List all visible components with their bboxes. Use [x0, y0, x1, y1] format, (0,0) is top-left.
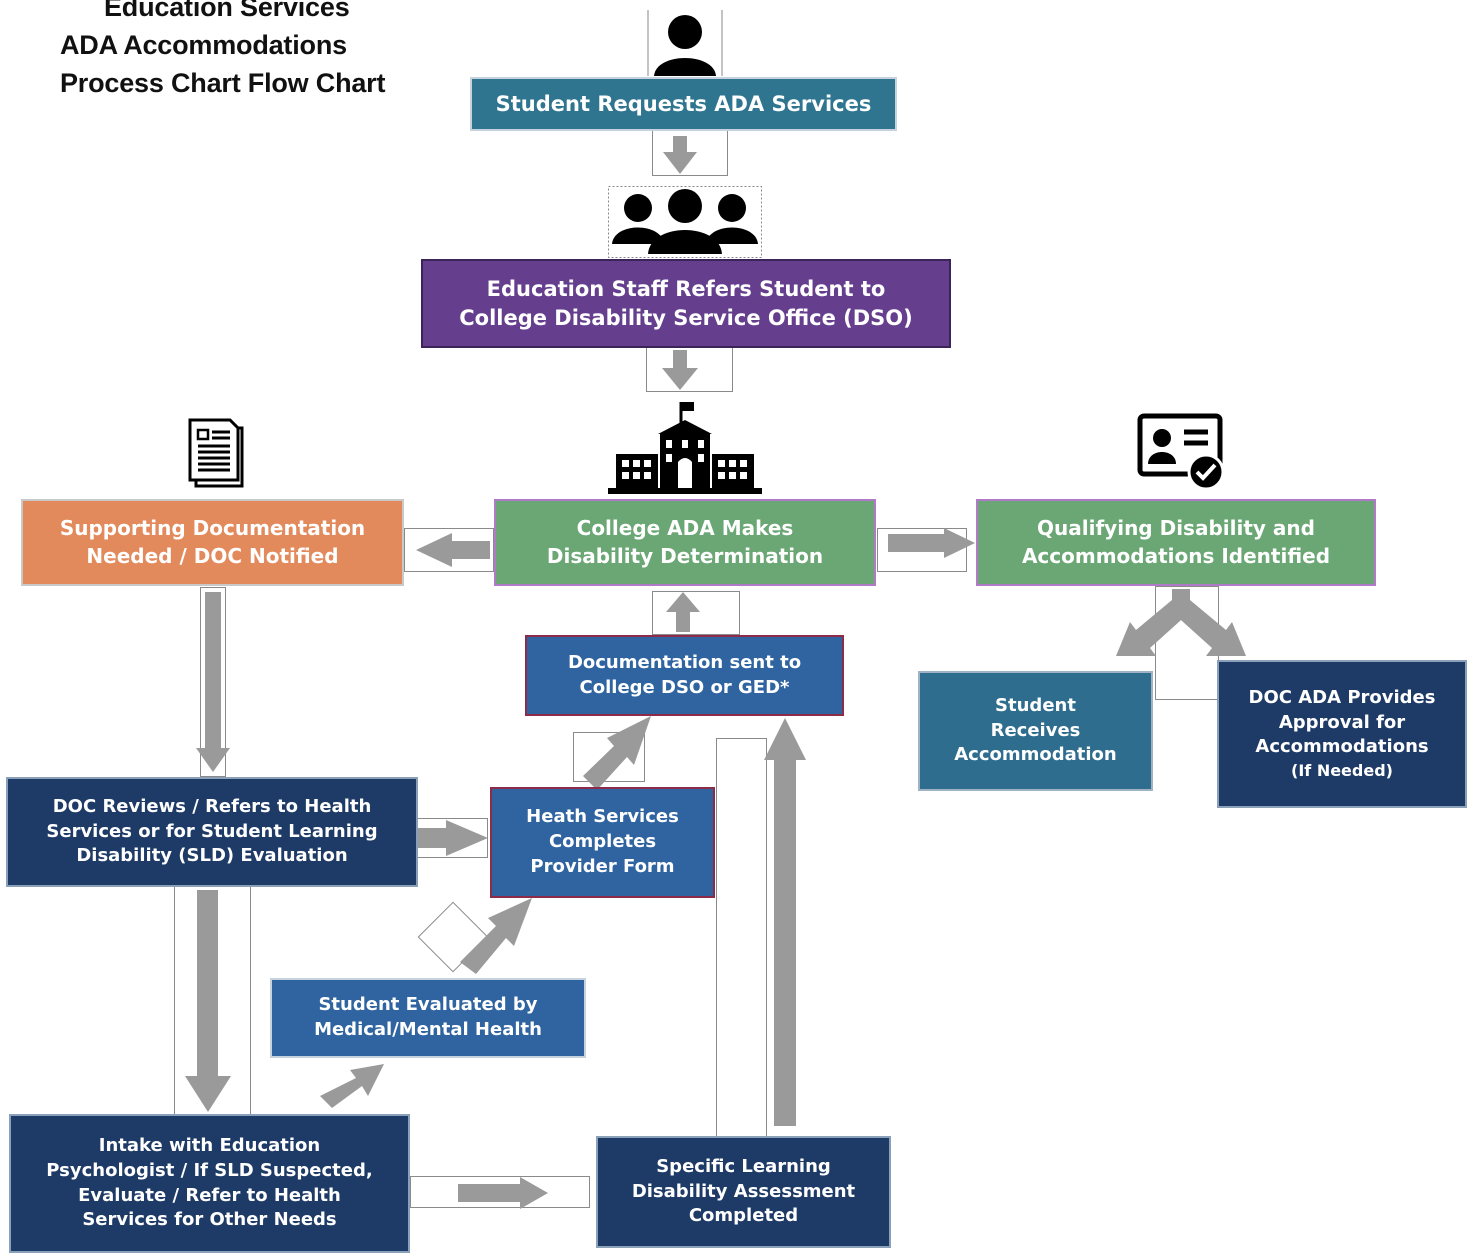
person-icon	[647, 10, 723, 76]
arrow-right	[458, 1177, 548, 1209]
node-label: Disability Determination	[546, 543, 824, 568]
node-student-receives: Student Receives Accommodation	[918, 671, 1153, 791]
id-card-check-icon	[1137, 413, 1225, 491]
node-documentation-sent: Documentation sent to College DSO or GED…	[525, 635, 844, 716]
node-label: Student Evaluated by	[318, 994, 538, 1016]
arrow-right	[888, 528, 975, 558]
node-staff-refers: Education Staff Refers Student to Colleg…	[421, 259, 951, 348]
arrow-down	[185, 890, 231, 1112]
arrow-down	[663, 136, 697, 174]
title-line-2: ADA Accommodations	[60, 30, 347, 60]
arrow-diagonal	[583, 716, 651, 790]
arrow-down	[662, 350, 698, 390]
title-line-1: Education Services	[104, 0, 350, 22]
connector-frame	[716, 738, 767, 1138]
node-label: Student	[995, 694, 1076, 716]
node-label: Accommodation	[954, 744, 1117, 766]
node-label: Provider Form	[530, 855, 675, 877]
node-label: Services for Other Needs	[82, 1209, 337, 1231]
node-label: Accommodations	[1255, 736, 1429, 758]
node-label: Medical/Mental Health	[314, 1019, 542, 1040]
node-label: DOC Reviews / Refers to Health	[52, 795, 372, 817]
node-doc-ada-approval: DOC ADA Provides Approval for Accommodat…	[1217, 660, 1467, 808]
node-label: Education Staff Refers Student to	[486, 276, 886, 301]
node-student-evaluated: Student Evaluated by Medical/Mental Heal…	[270, 978, 586, 1058]
node-college-ada: College ADA Makes Disability Determinati…	[494, 499, 876, 586]
node-health-services: Heath Services Completes Provider Form	[490, 787, 715, 898]
node-sld-assessment: Specific Learning Disability Assessment …	[596, 1136, 891, 1248]
node-label: DOC ADA Provides	[1248, 686, 1436, 708]
node-label: College Disability Service Office (DSO)	[459, 305, 913, 330]
arrow-left	[416, 533, 490, 567]
node-label: Disability Assessment	[631, 1180, 856, 1202]
node-supporting-documentation: Supporting Documentation Needed / DOC No…	[21, 499, 404, 586]
node-label: Completed	[688, 1205, 799, 1227]
arrow-down	[196, 592, 230, 772]
title-line-3: Process Chart Flow Chart	[60, 68, 386, 98]
arrow-diagonal	[460, 898, 532, 974]
node-label: Documentation sent to	[567, 651, 802, 673]
arrow-diagonal	[320, 1064, 384, 1108]
node-label: Services or for Student Learning	[46, 820, 378, 842]
node-label: Evaluate / Refer to Health	[78, 1184, 341, 1206]
node-qualifying-disability: Qualifying Disability and Accommodations…	[976, 499, 1376, 586]
connector-frame	[652, 591, 740, 635]
node-label: Needed / DOC Notified	[86, 543, 339, 568]
node-label: Heath Services	[526, 806, 679, 828]
document-icon	[188, 418, 244, 488]
node-label: Completes	[548, 831, 657, 853]
node-label: Disability (SLD) Evaluation	[76, 845, 348, 867]
node-doc-reviews: DOC Reviews / Refers to Health Services …	[6, 777, 418, 887]
node-label: Qualifying Disability and	[1037, 515, 1315, 540]
arrow-fork-right	[1172, 589, 1246, 656]
school-building-icon	[608, 402, 762, 494]
arrow-up	[666, 592, 700, 632]
node-student-requests: Student Requests ADA Services	[470, 77, 897, 131]
node-label: (If Needed)	[1291, 761, 1393, 781]
node-label: Receives	[990, 719, 1081, 741]
node-intake: Intake with Education Psychologist / If …	[9, 1114, 410, 1253]
chart-title: Education Services ADA Accommodations Pr…	[60, 0, 385, 102]
arrow-fork-left	[1116, 589, 1190, 656]
arrow-up	[764, 718, 806, 1126]
node-label: Supporting Documentation	[59, 515, 366, 540]
node-label: Specific Learning	[656, 1155, 831, 1177]
arrow-right	[418, 820, 488, 856]
node-label: Approval for	[1278, 711, 1406, 733]
node-label: College ADA Makes	[576, 515, 794, 540]
node-label: Accommodations Identified	[1021, 543, 1331, 568]
node-label: Psychologist / If SLD Suspected,	[46, 1159, 373, 1181]
node-label: Intake with Education	[98, 1134, 321, 1156]
node-label: College DSO or GED*	[579, 676, 790, 698]
node-label: Student Requests ADA Services	[495, 91, 872, 116]
group-icon	[608, 186, 762, 258]
